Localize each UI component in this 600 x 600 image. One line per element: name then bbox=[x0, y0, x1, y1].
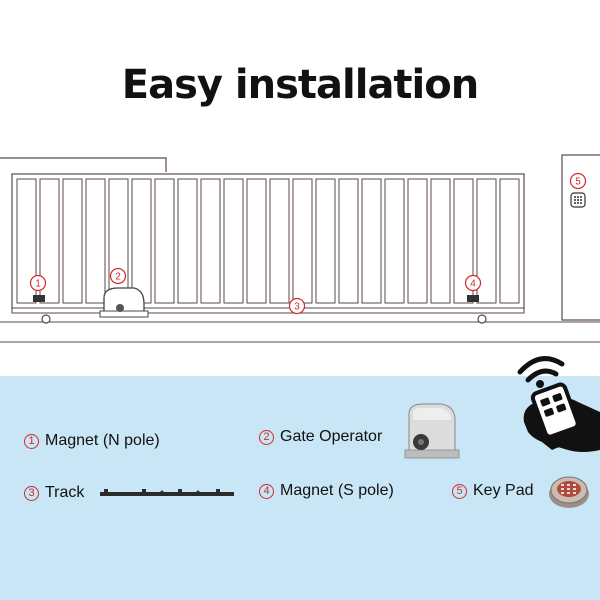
legend-label: Gate Operator bbox=[280, 428, 383, 445]
magnet-n-icon bbox=[33, 295, 45, 302]
legend-label: Magnet (N pole) bbox=[45, 432, 160, 449]
magnet-s-icon bbox=[467, 295, 479, 302]
track-rail-icon bbox=[100, 489, 234, 496]
legend-panel: 1 Magnet (N pole) 2 Gate Operator 3 Trac… bbox=[0, 376, 600, 600]
legend-item-magnet-s: 4 Magnet (S pole) bbox=[259, 482, 394, 500]
marker-5: 5 bbox=[575, 177, 581, 188]
marker-3: 3 bbox=[294, 302, 300, 313]
gate-panels bbox=[16, 178, 520, 304]
legend-item-track: 3 Track bbox=[24, 484, 84, 502]
marker-4: 4 bbox=[470, 279, 476, 290]
marker-2: 2 bbox=[115, 272, 121, 283]
page-title: Easy installation bbox=[121, 62, 479, 108]
legend-item-magnet-n: 1 Magnet (N pole) bbox=[24, 432, 160, 450]
legend-label: Magnet (S pole) bbox=[280, 482, 394, 499]
track-rail bbox=[11, 307, 525, 314]
legend-number: 4 bbox=[259, 483, 274, 499]
remote-control-hand-icon bbox=[517, 356, 600, 452]
gate-operator-diagram-icon bbox=[99, 287, 149, 318]
legend-number: 2 bbox=[259, 429, 274, 445]
legend-number: 1 bbox=[24, 433, 39, 449]
marker-1: 1 bbox=[35, 279, 41, 290]
legend-item-gate-operator: 2 Gate Operator bbox=[259, 428, 382, 446]
legend-number: 5 bbox=[452, 483, 467, 499]
legend-label: Track bbox=[45, 484, 85, 501]
legend-number: 3 bbox=[24, 485, 39, 501]
gate-diagram: 1 2 3 4 5 bbox=[0, 154, 600, 343]
legend-item-keypad: 5 Key Pad bbox=[452, 482, 533, 500]
keypad-icon bbox=[549, 476, 589, 508]
sliding-gate bbox=[11, 173, 525, 313]
legend-label: Key Pad bbox=[473, 482, 534, 499]
gate-operator-icon bbox=[404, 403, 460, 459]
wifi-signal-icon bbox=[517, 356, 565, 383]
